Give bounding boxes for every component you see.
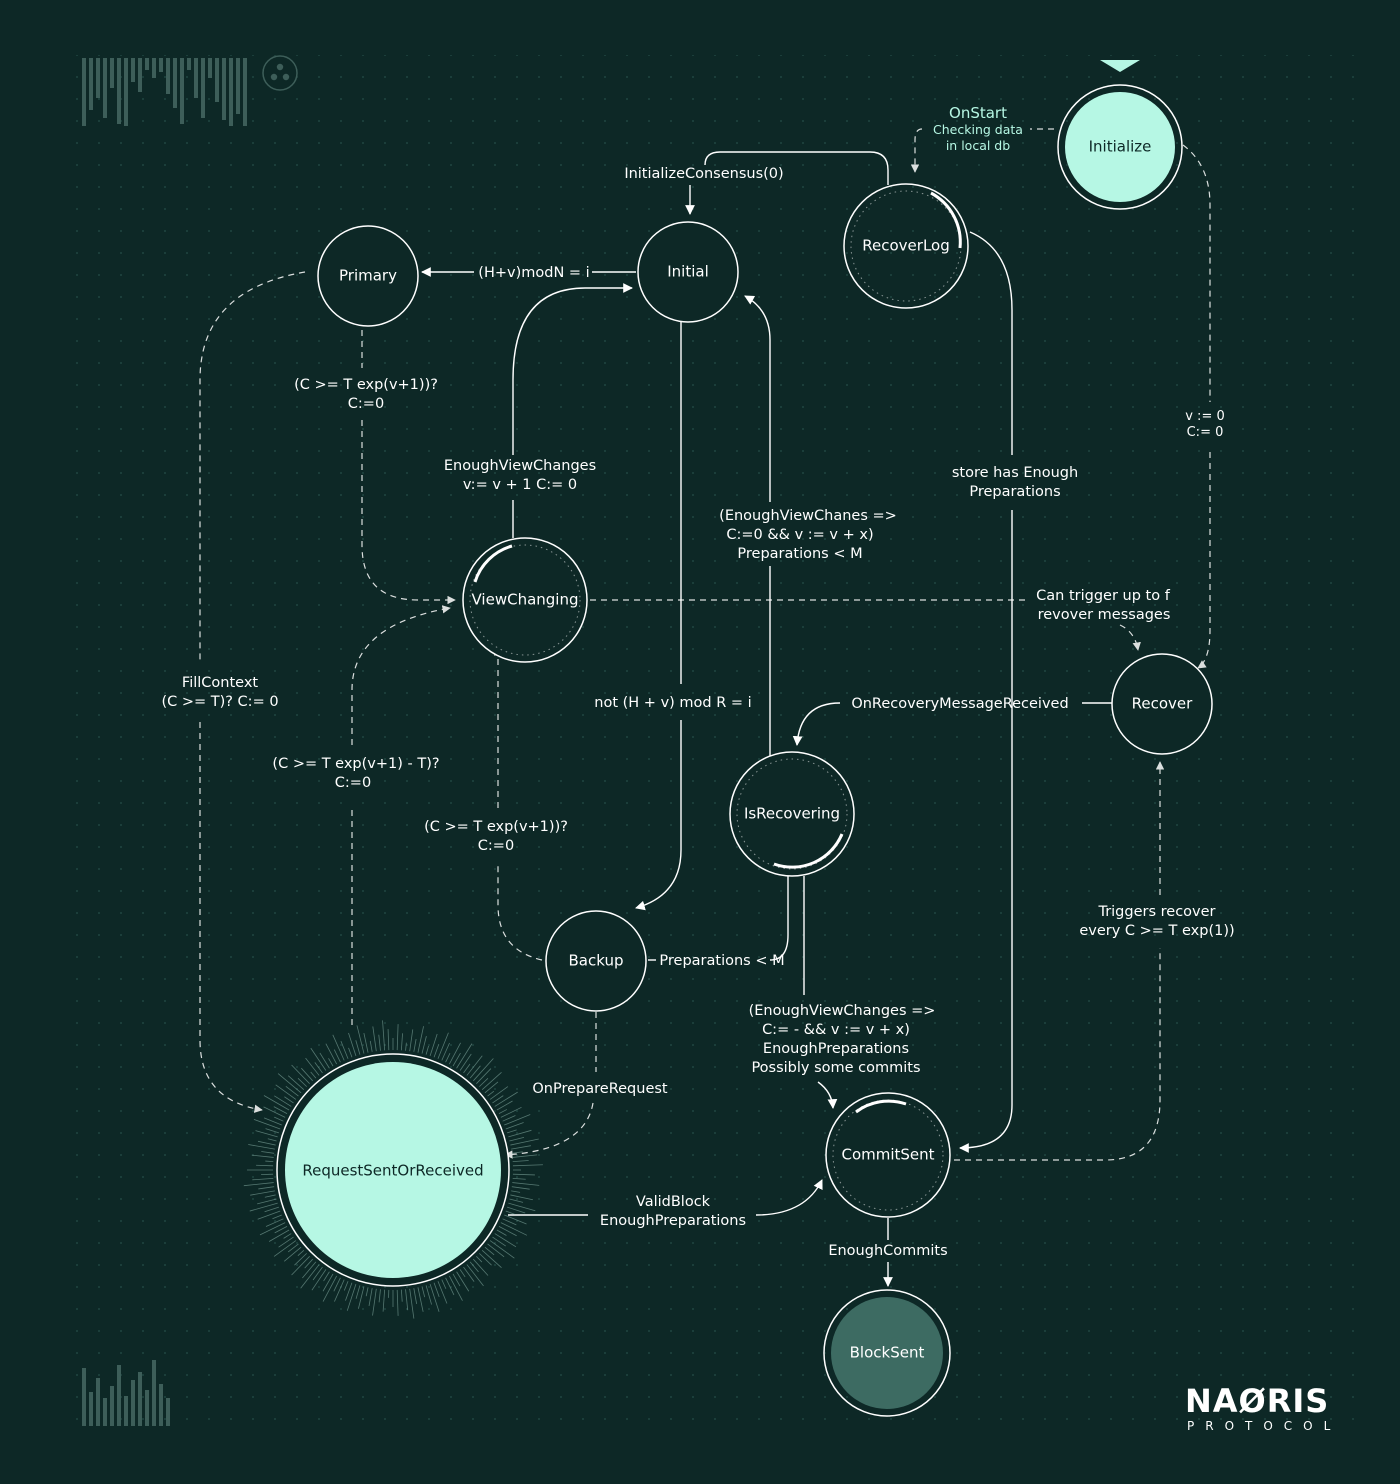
label-validblock-2: EnoughPreparations (600, 1213, 746, 1229)
node-recover-label: Recover (1132, 695, 1194, 713)
logo-wordmark: NAØRIS (1185, 1382, 1329, 1420)
label-triggers-2: every C >= T exp(1)) (1079, 923, 1234, 939)
label-cexp-b-1: (C >= T exp(v+1))? (424, 819, 568, 835)
label-on-prepare: OnPrepareRequest (532, 1081, 668, 1097)
label-checking-2: in local db (946, 138, 1010, 153)
node-initial: Initial (638, 222, 738, 322)
label-preparations-lt-m: Preparations < M (659, 953, 784, 969)
label-cexp-t-1: (C >= T exp(v+1) - T)? (272, 756, 439, 772)
node-primary: Primary (318, 226, 418, 326)
label-store-2: Preparations (969, 484, 1060, 500)
label-fillcontext-2: (C >= T)? C:= 0 (161, 694, 278, 710)
node-blocksent: BlockSent (824, 1290, 950, 1416)
label-onstart: OnStart (949, 104, 1007, 122)
label-vc-reset-2: C:= 0 (1187, 425, 1224, 440)
node-initial-label: Initial (667, 263, 709, 281)
label-validblock-1: ValidBlock (636, 1194, 711, 1210)
node-recoverlog-label: RecoverLog (862, 237, 949, 255)
label-enough-vchanges-b-4: Possibly some commits (751, 1060, 920, 1076)
label-cexp-t-2: C:=0 (335, 775, 371, 791)
label-vc-reset-1: v := 0 (1185, 409, 1225, 424)
node-viewchanging: ViewChanging (463, 538, 587, 662)
logo-subtitle: PROTOCOL (1187, 1419, 1341, 1433)
node-recover: Recover (1112, 654, 1212, 754)
label-enough-vchanes-2: C:=0 && v := v + x) (726, 527, 873, 543)
label-enough-vc-2: v:= v + 1 C:= 0 (463, 477, 577, 493)
label-enough-vchanges-b-1: (EnoughViewChanges => (749, 1003, 936, 1019)
label-checking-1: Checking data (933, 122, 1023, 137)
naoris-logo: NAØRIS PROTOCOL (1185, 1382, 1341, 1433)
label-triggers-1: Triggers recover (1097, 904, 1215, 920)
node-isrecovering: IsRecovering (730, 752, 854, 876)
label-initialize-consensus: InitializeConsensus(0) (624, 166, 783, 182)
label-primary-cond-1: (C >= T exp(v+1))? (294, 377, 438, 393)
node-request-label: RequestSentOrReceived (302, 1162, 483, 1180)
label-enough-vchanges-b-3: EnoughPreparations (763, 1041, 909, 1057)
node-commitsent: CommitSent (826, 1093, 950, 1217)
label-enough-vchanes-1: (EnoughViewChanes => (719, 508, 897, 524)
node-blocksent-label: BlockSent (850, 1344, 925, 1362)
label-enough-vchanges-b-2: C:= - && v := v + x) (762, 1022, 910, 1038)
node-backup: Backup (546, 911, 646, 1011)
label-fillcontext-1: FillContext (182, 675, 258, 691)
label-trigger-2: revover messages (1038, 607, 1171, 623)
ray (265, 1161, 273, 1162)
node-primary-label: Primary (339, 267, 397, 285)
label-enough-commits: EnoughCommits (828, 1243, 947, 1259)
node-commitsent-label: CommitSent (841, 1146, 934, 1164)
label-store-1: store has Enough (952, 465, 1078, 481)
label-on-recovery: OnRecoveryMessageReceived (851, 696, 1068, 712)
node-initialize-label: Initialize (1089, 138, 1152, 156)
label-enough-vc-1: EnoughViewChanges (444, 458, 596, 474)
label-hv-modn: (H+v)modN = i (478, 265, 589, 281)
label-trigger-1: Can trigger up to f (1036, 588, 1171, 604)
node-isrecovering-label: IsRecovering (744, 805, 840, 823)
label-cexp-b-2: C:=0 (478, 838, 514, 854)
node-backup-label: Backup (569, 952, 624, 970)
node-viewchanging-label: ViewChanging (472, 591, 579, 609)
label-not-hv: not (H + v) mod R = i (594, 695, 751, 711)
label-primary-cond-2: C:=0 (348, 396, 384, 412)
label-enough-vchanes-3: Preparations < M (737, 546, 862, 562)
